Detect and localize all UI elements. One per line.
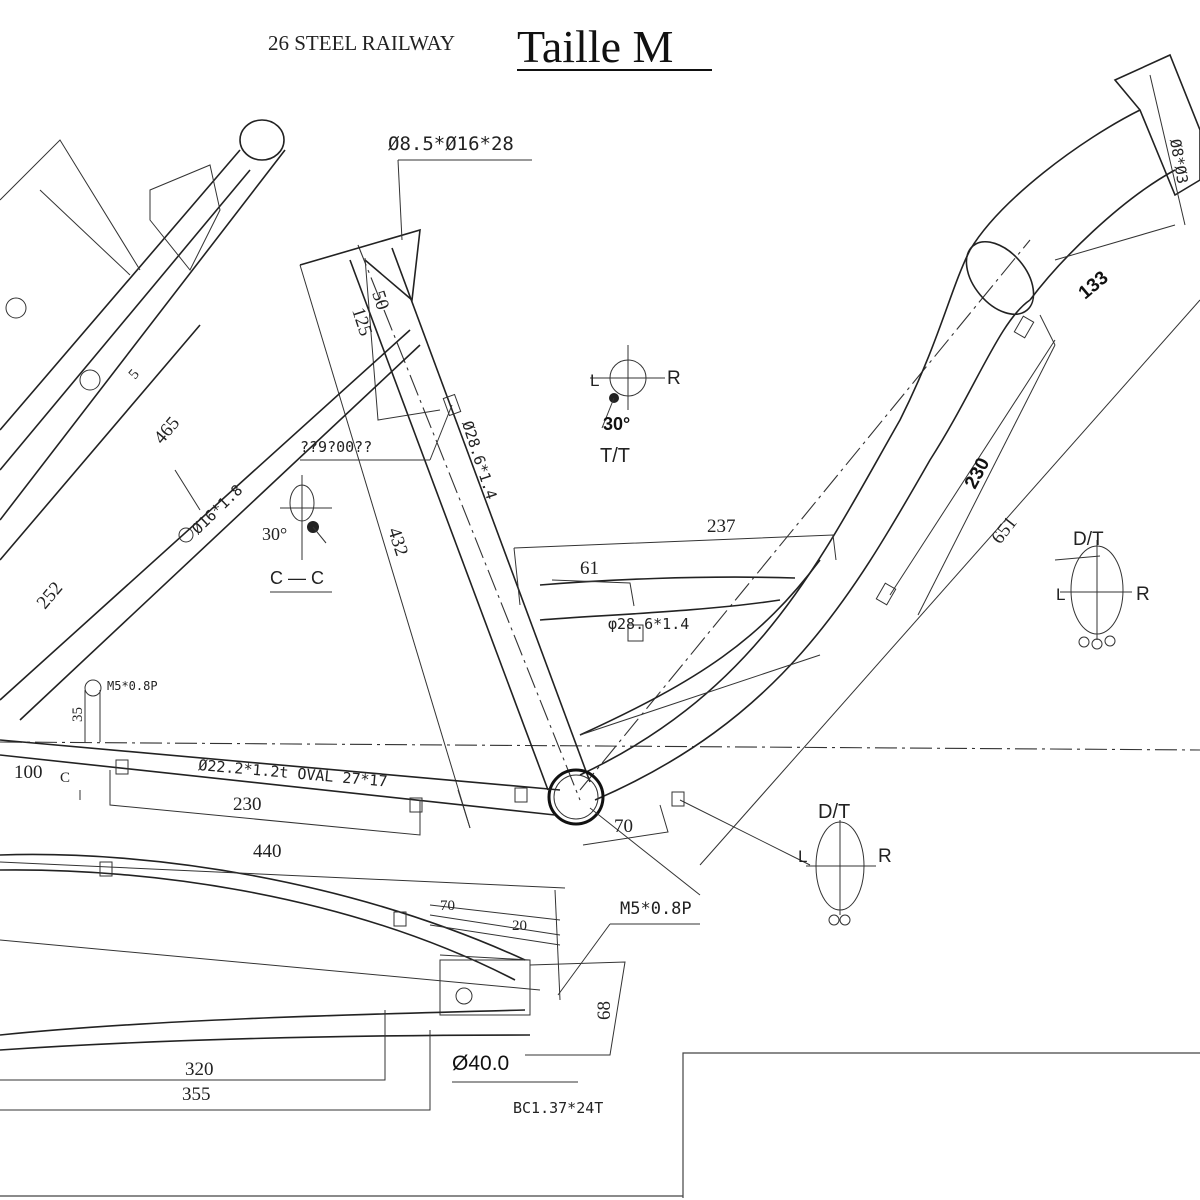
section-view-1 (590, 345, 665, 429)
dim-100: 100 (14, 762, 43, 783)
horizontal-centerline (0, 741, 1200, 751)
dim-651: 651 (987, 513, 1021, 548)
tube-spec-leader-drop (397, 159, 403, 241)
bottom-bracket (547, 768, 811, 896)
dim-237: 237 (707, 516, 736, 537)
thread-m5: M5*0.8P (620, 899, 692, 919)
dim-320: 320 (185, 1059, 214, 1080)
dim-61: 61 (580, 558, 599, 579)
view4-right: R (878, 846, 892, 867)
view1-bottom: T/T (600, 445, 630, 467)
down-tube-axis (579, 239, 1031, 791)
view2-bottom: C — C (270, 568, 324, 588)
dim-230-stay: 230 (233, 794, 262, 815)
view2-angle: 30° (262, 524, 287, 544)
view3-right: R (1136, 584, 1150, 605)
dim-230-head: 230 (961, 454, 994, 492)
dim-133: 133 (1075, 267, 1113, 303)
thread-m5-small: M5*0.8P (107, 679, 158, 693)
view4-top: D/T (818, 801, 850, 823)
dim-440: 440 (253, 841, 282, 862)
view1-left: L (590, 371, 599, 390)
view3-top: D/T (1073, 529, 1104, 550)
m5-leader-d (557, 923, 611, 996)
tube-spec-right: Ø8*Ø3 (1166, 138, 1192, 186)
seat-tube-axis (357, 244, 581, 801)
head-tube (1039, 53, 1200, 346)
dim-70-drop: 70 (440, 898, 455, 914)
unknown-label: ??9?00?? (300, 438, 372, 456)
dia-40: Ø40.0 (452, 1052, 509, 1075)
title-block-frame (682, 1052, 1200, 1198)
bb-thread: BC1.37*24T (513, 1099, 603, 1117)
dim-355: 355 (182, 1084, 211, 1105)
dim-125: 125 (347, 305, 376, 339)
unknown-label-leader-2 (429, 404, 453, 461)
size-title: Taille M (517, 21, 673, 72)
model-name: 26 STEEL RAILWAY (268, 31, 455, 55)
dim-70-bb: 70 (614, 816, 633, 837)
lower-stay (0, 853, 626, 1056)
seat-tube (299, 228, 591, 791)
brace-tube (0, 329, 421, 721)
down-tube-spec: φ28.6*1.4 (608, 615, 689, 633)
seat-tube-dimension-box (299, 257, 471, 829)
dim-5: 5 (126, 367, 143, 383)
cable-guide-dims (513, 534, 837, 736)
dim-16: Ø16*1.8 (188, 481, 246, 538)
tube-spec-top: Ø8.5*Ø16*28 (388, 133, 514, 155)
dim-50: 50 (367, 288, 393, 313)
section-view-4 (806, 820, 876, 926)
view4-left: L (798, 847, 807, 866)
dim-252: 252 (33, 578, 67, 613)
chainstay-spec: Ø22.2*1.2t OVAL 27*17 (198, 756, 389, 790)
seat-tube-spec: Ø28.6*1.4 (458, 419, 500, 502)
view1-right: R (667, 368, 681, 389)
down-tube (579, 109, 1176, 801)
dim-35: 35 (70, 707, 86, 722)
letter-c: C (60, 770, 70, 786)
chainstay (0, 679, 561, 836)
bottom-stay (0, 939, 541, 1111)
dim-465: 465 (150, 413, 184, 448)
dim-68: 68 (594, 1001, 615, 1020)
seat-stays (0, 119, 286, 561)
section-view-3 (1054, 540, 1132, 650)
head-to-bb-line (699, 299, 1200, 866)
section-view-2 (270, 475, 332, 593)
view3-left: L (1056, 585, 1065, 604)
dim-20: 20 (512, 918, 527, 934)
view1-angle: 30° (603, 414, 630, 434)
